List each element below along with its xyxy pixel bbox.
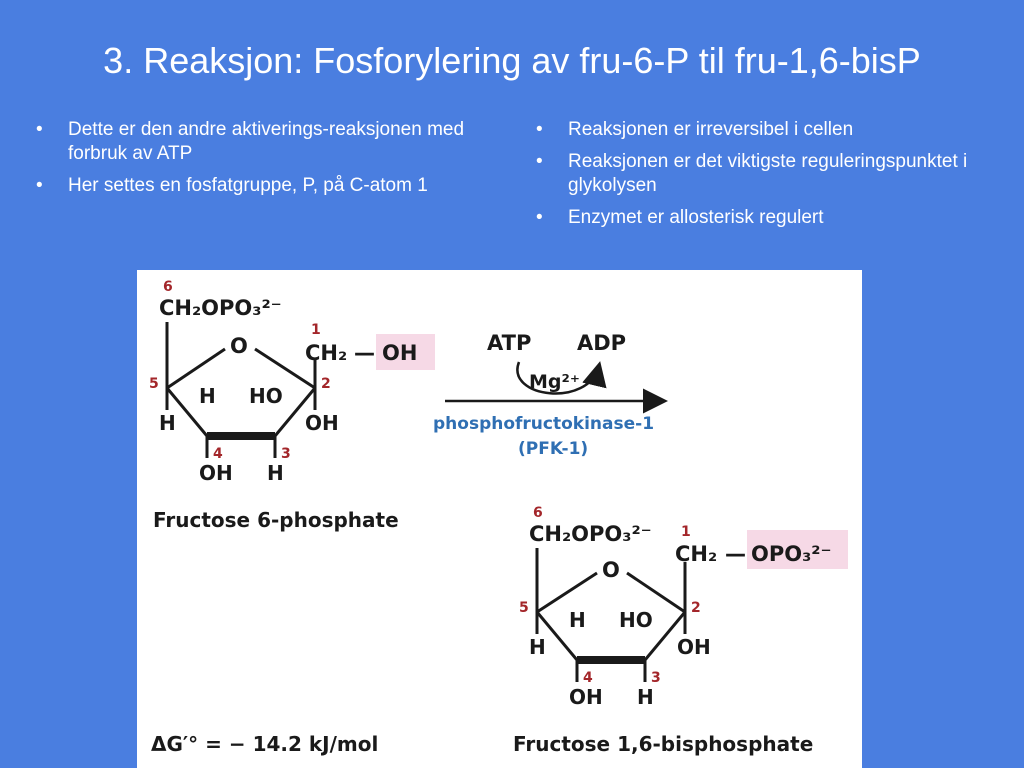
c3-hydroxyl-up: HO	[619, 608, 653, 632]
bullet-item: Her settes en fosfatgruppe, P, på C-atom…	[28, 174, 468, 198]
carbon-number-4: 4	[213, 446, 223, 462]
c1-bond-dash: —	[725, 542, 746, 566]
carbon-number-1: 1	[311, 322, 321, 338]
product-name: Fructose 1,6-bisphosphate	[513, 732, 813, 756]
right-bullet-list: Reaksjonen er irreversibel i cellen Reak…	[528, 118, 998, 238]
ring-bond-c2-c3	[273, 387, 317, 437]
reaction-figure: 6 CH₂OPO₃²⁻ O 5 H H HO 4 OH 3 H 2 OH 1 C…	[137, 270, 862, 768]
c4-hydrogen: H	[569, 608, 586, 632]
reaction-diagram: 6 CH₂OPO₃²⁻ O 5 H H HO 4 OH 3 H 2 OH 1 C…	[149, 279, 848, 756]
c1-methylene: CH₂	[675, 542, 717, 566]
reactant-structure: 6 CH₂OPO₃²⁻ O 5 H H HO 4 OH 3 H 2 OH 1 C…	[149, 279, 435, 532]
enzyme-abbreviation: (PFK-1)	[518, 439, 588, 459]
c1-bond-dash: —	[354, 341, 375, 365]
c3-hydrogen: H	[637, 685, 654, 709]
slide-title: 3. Reaksjon: Fosforylering av fru-6-P ti…	[103, 40, 921, 81]
bullet-item: Dette er den andre aktiverings-reaksjone…	[28, 118, 468, 166]
c4-hydroxyl: OH	[569, 685, 603, 709]
c2-hydroxyl: OH	[305, 411, 339, 435]
ring-bond-c5-o	[536, 571, 598, 614]
carbon-number-4: 4	[583, 670, 593, 686]
bullet-item: Reaksjonen er irreversibel i cellen	[528, 118, 998, 142]
free-energy-change: ΔG′° = − 14.2 kJ/mol	[151, 732, 378, 756]
ring-bond-o-c2	[254, 347, 316, 390]
carbon-number-6: 6	[533, 505, 543, 521]
c2-hydroxyl: OH	[677, 635, 711, 659]
cofactor-curved-arrow	[516, 361, 607, 395]
carbon-number-3: 3	[651, 670, 661, 686]
ring-oxygen: O	[602, 558, 620, 582]
c6-phosphate-group: CH₂OPO₃²⁻	[529, 522, 652, 546]
adp-label: ADP	[577, 331, 626, 355]
reaction-arrow-group: ATP ADP Mg²⁺ phosphofructokinase-1 (PFK-…	[433, 331, 668, 459]
reactant-name: Fructose 6-phosphate	[153, 508, 399, 532]
product-structure: 6 CH₂OPO₃²⁻ O 5 H H HO 4 OH 3 H 2 OH 1 C…	[513, 505, 848, 756]
bullet-item: Reaksjonen er det viktigste reguleringsp…	[528, 150, 998, 198]
carbon-number-5: 5	[519, 600, 529, 616]
ring-bond-c5-o	[166, 347, 226, 390]
ring-bond-c5-c4	[165, 387, 209, 437]
c5-hydrogen: H	[159, 411, 176, 435]
atp-label: ATP	[487, 331, 531, 355]
magnesium-label: Mg²⁺	[529, 371, 580, 393]
c3-hydrogen: H	[267, 461, 284, 485]
ring-bond-c5-c4	[535, 611, 579, 661]
bullet-item: Enzymet er allosterisk regulert	[528, 206, 998, 230]
carbon-number-1: 1	[681, 524, 691, 540]
c1-methylene: CH₂	[305, 341, 347, 365]
carbon-number-6: 6	[163, 279, 173, 295]
c1-phosphate: OPO₃²⁻	[751, 542, 832, 566]
c4-hydroxyl: OH	[199, 461, 233, 485]
left-bullet-list: Dette er den andre aktiverings-reaksjone…	[28, 118, 468, 206]
c6-phosphate-group: CH₂OPO₃²⁻	[159, 296, 282, 320]
c1-hydroxyl: OH	[382, 341, 417, 365]
hydroxyl-highlight	[376, 334, 435, 370]
carbon-number-5: 5	[149, 376, 159, 392]
enzyme-name: phosphofructokinase-1	[433, 414, 654, 434]
phosphate-highlight	[747, 530, 848, 569]
ring-oxygen: O	[230, 334, 248, 358]
carbon-number-2: 2	[321, 376, 331, 392]
c5-hydrogen: H	[529, 635, 546, 659]
ring-bond-o-c2	[626, 571, 686, 614]
ring-bond-c2-c3	[643, 611, 687, 661]
carbon-number-3: 3	[281, 446, 291, 462]
carbon-number-2: 2	[691, 600, 701, 616]
c4-hydrogen: H	[199, 384, 216, 408]
c3-hydroxyl-up: HO	[249, 384, 283, 408]
